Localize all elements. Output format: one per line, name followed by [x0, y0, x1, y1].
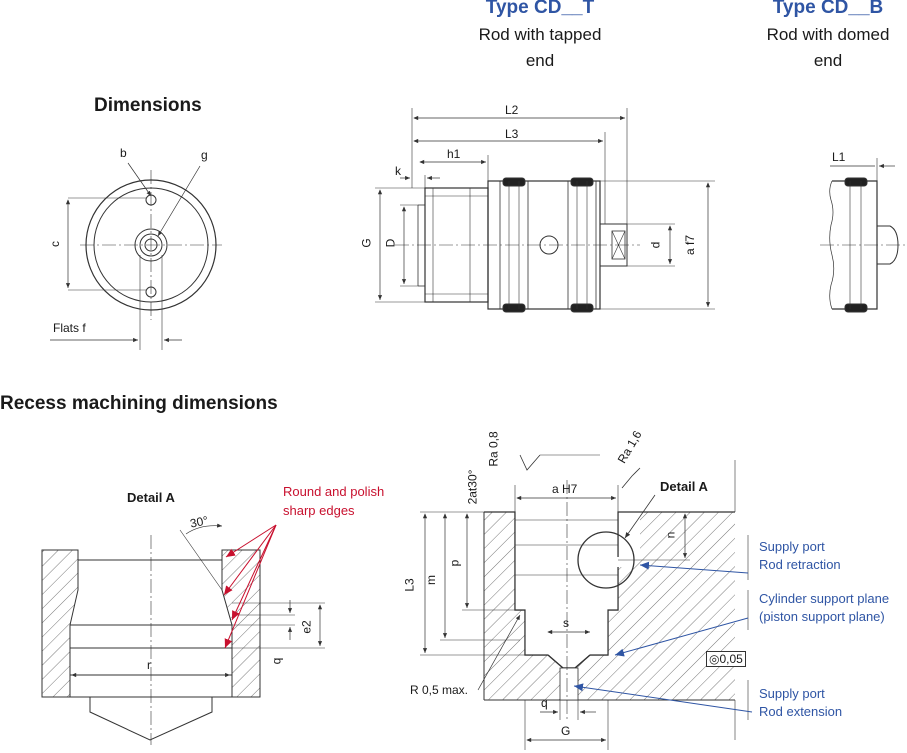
callout-supply-retraction-line1: Supply port — [759, 539, 825, 554]
type-t-title: Type CD__T — [485, 0, 595, 18]
detail-a-label-q: q — [269, 657, 284, 665]
recess-blue-leaders — [573, 561, 753, 713]
recess-label-q: q — [541, 696, 548, 710]
dimensions-heading: Dimensions — [94, 95, 202, 116]
recess-label-m: m — [424, 575, 438, 585]
callout-supply-retraction-line2: Rod retraction — [759, 557, 841, 572]
recess-ah7: a H7 — [552, 482, 578, 496]
recess-label-p: p — [447, 559, 462, 567]
side-label-h1: h1 — [447, 147, 461, 161]
front-label-g: g — [201, 148, 208, 162]
tolerance-value: 0,05 — [719, 652, 743, 666]
concentricity-tolerance: ◎0,05 — [706, 651, 746, 667]
type-b-subtitle-line1: Rod with domed — [766, 25, 890, 44]
recess-label-n: n — [663, 531, 678, 539]
side-view-type-t — [375, 108, 715, 313]
side-label-af7: a f7 — [683, 234, 698, 256]
detail-a-label-r: r — [147, 658, 151, 672]
domed-label-l1: L1 — [832, 150, 846, 164]
front-label-flats: Flats f — [53, 321, 86, 335]
callout-support-plane-line1: Cylinder support plane — [759, 591, 890, 606]
recess-ra08: Ra 0,8 — [486, 431, 501, 467]
type-b-subtitle-line2: end — [813, 51, 843, 70]
recess-label-l3: L3 — [402, 578, 417, 592]
type-b-title: Type CD__B — [772, 0, 884, 18]
front-label-c: c — [48, 241, 62, 247]
side-label-l3: L3 — [505, 127, 519, 141]
recess-heading: Recess machining dimensions — [0, 393, 278, 414]
side-label-d-upper: D — [383, 238, 398, 248]
detail-a-note-line2: sharp edges — [283, 503, 355, 518]
detail-a-label-e2: e2 — [299, 620, 314, 634]
type-t-subtitle-line1: Rod with tapped — [478, 25, 602, 44]
recess-2at30: 2at30° — [465, 469, 480, 505]
type-t-subtitle-line2: end — [525, 51, 555, 70]
detail-a-view — [41, 523, 325, 745]
side-label-d-lower: d — [648, 241, 663, 249]
front-label-b: b — [120, 146, 127, 160]
recess-detail-ref: Detail A — [660, 479, 708, 494]
callout-supply-extension-line2: Rod extension — [759, 704, 843, 719]
side-label-l2: L2 — [505, 103, 519, 117]
callout-supply-extension-line1: Supply port — [759, 686, 825, 701]
side-label-g: G — [359, 238, 374, 248]
side-label-k: k — [395, 164, 401, 178]
front-view — [50, 162, 222, 350]
recess-section — [420, 454, 749, 750]
recess-label-r05: R 0,5 max. — [410, 683, 469, 697]
detail-a-note-line1: Round and polish — [283, 484, 385, 499]
detail-a-title: Detail A — [127, 490, 175, 505]
recess-label-g: G — [561, 724, 571, 738]
recess-label-s: s — [563, 616, 569, 630]
concentricity-icon: ◎ — [709, 652, 720, 666]
callout-support-plane-line2: (piston support plane) — [759, 609, 885, 624]
side-view-type-b — [820, 158, 907, 313]
detail-a-red-leaders — [223, 524, 277, 649]
